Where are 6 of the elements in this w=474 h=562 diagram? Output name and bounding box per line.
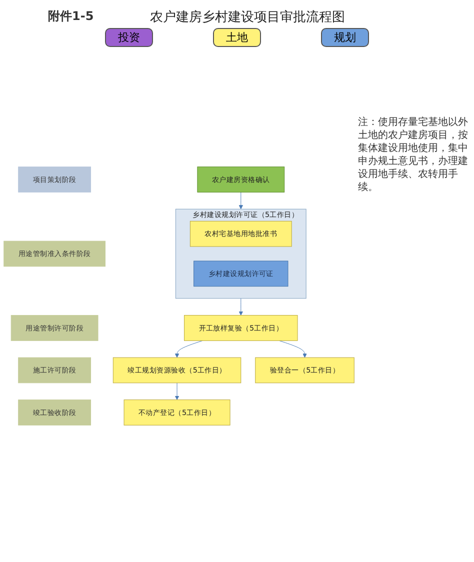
legend-item: 土地: [213, 28, 261, 47]
legend-item: 规划: [321, 28, 369, 47]
note-text: 注：使用存量宅基地以外土地的农户建房项目，按集体建设用地使用，集中申办规土意见书，办理建设用地手续、农转用手续。: [358, 116, 469, 194]
attachment-number: 附件1-5: [48, 8, 94, 25]
diagram-title: 农户建房乡村建设项目审批流程图: [150, 9, 345, 26]
legend-item: 投资: [105, 28, 153, 47]
